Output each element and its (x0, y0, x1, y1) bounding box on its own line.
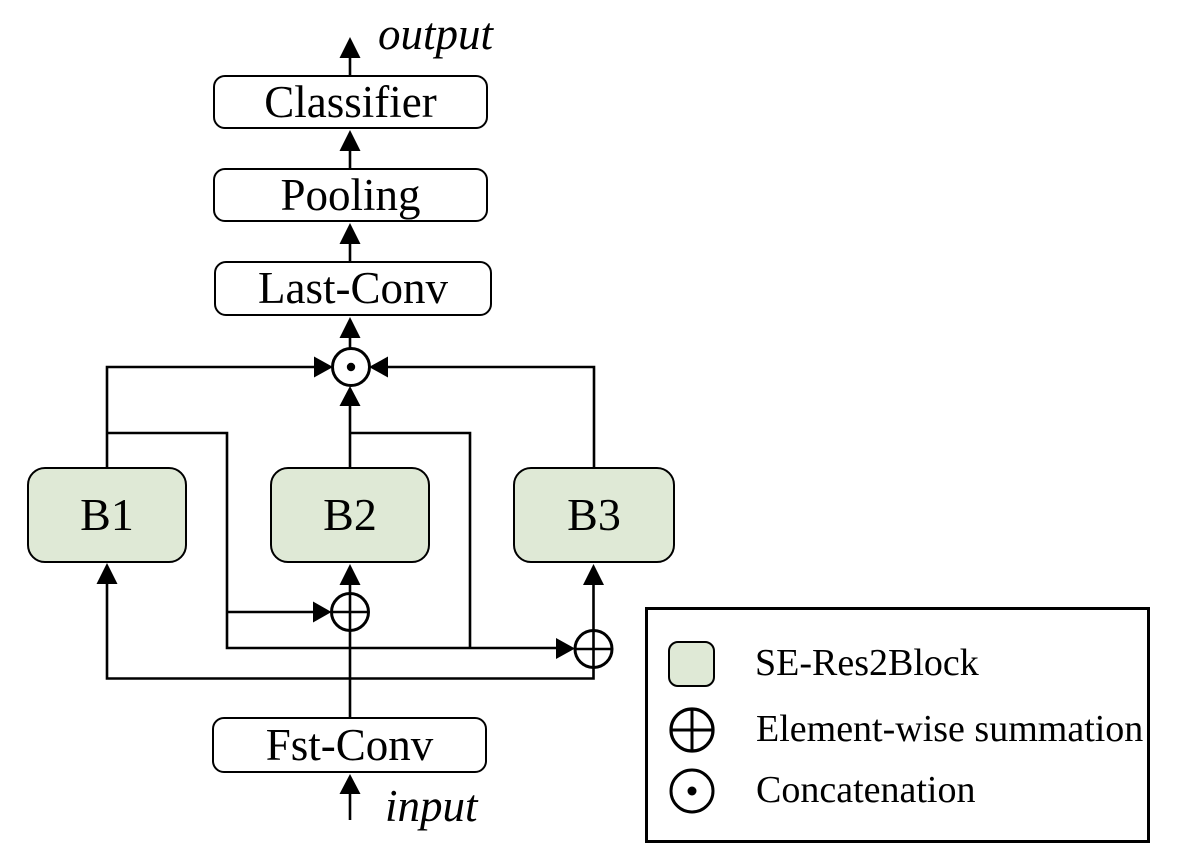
b1-block-label: B1 (80, 489, 134, 540)
summation-icon (669, 707, 715, 753)
se-res2block-swatch-icon (668, 641, 715, 687)
b3-block: B3 (513, 467, 675, 563)
arrowhead-output (339, 37, 361, 58)
pooling-box: Pooling (213, 168, 488, 222)
legend-label-se-res2block: SE-Res2Block (755, 642, 979, 685)
edge-b1-skip-branch (107, 431, 556, 650)
pooling-box-label: Pooling (280, 169, 421, 220)
legend-box: SE-Res2Block Element-wise summation Conc… (645, 607, 1150, 843)
output-label: output (378, 9, 494, 59)
arrowhead-fstconv-input (339, 774, 361, 794)
arrowhead-classifier (339, 130, 361, 151)
concatenation-dot (346, 362, 356, 372)
last-conv-box: Last-Conv (214, 261, 492, 316)
arrowhead-concat-right (369, 356, 388, 378)
edge-b1-to-concat (105, 365, 315, 467)
fst-conv-box-label: Fst-Conv (265, 719, 434, 770)
fst-conv-box: Fst-Conv (212, 717, 487, 773)
edge-b3-to-concat (387, 365, 596, 467)
input-label: input (385, 781, 478, 831)
b1-block: B1 (27, 467, 187, 563)
arrowhead-sum1-left (313, 601, 332, 623)
arrowhead-b1-input (96, 563, 118, 584)
legend-item-summation: Element-wise summation (648, 704, 1147, 756)
last-conv-box-label: Last-Conv (258, 263, 448, 313)
b3-block-label: B3 (567, 489, 621, 540)
arrowhead-lastconv (339, 317, 361, 338)
arrowhead-concat-bottom (339, 386, 361, 406)
legend-label-summation: Element-wise summation (756, 708, 1144, 751)
b2-block-label: B2 (323, 489, 377, 540)
arrowhead-b3-input (583, 564, 604, 585)
classifier-box: Classifier (213, 75, 488, 129)
edge-b2-skip-branch (350, 431, 472, 648)
legend-label-concatenation: Concatenation (756, 769, 976, 812)
classifier-box-label: Classifier (264, 76, 437, 127)
arrowhead-pooling (339, 223, 361, 244)
arrowhead-b2-input (339, 564, 361, 585)
legend-item-se-res2block: SE-Res2Block (648, 636, 1147, 692)
arrowhead-sum2-left (556, 638, 575, 659)
arrowhead-concat-left (314, 356, 333, 378)
concatenation-icon (669, 768, 715, 814)
b2-block: B2 (270, 467, 430, 563)
legend-item-concatenation: Concatenation (648, 765, 1147, 817)
